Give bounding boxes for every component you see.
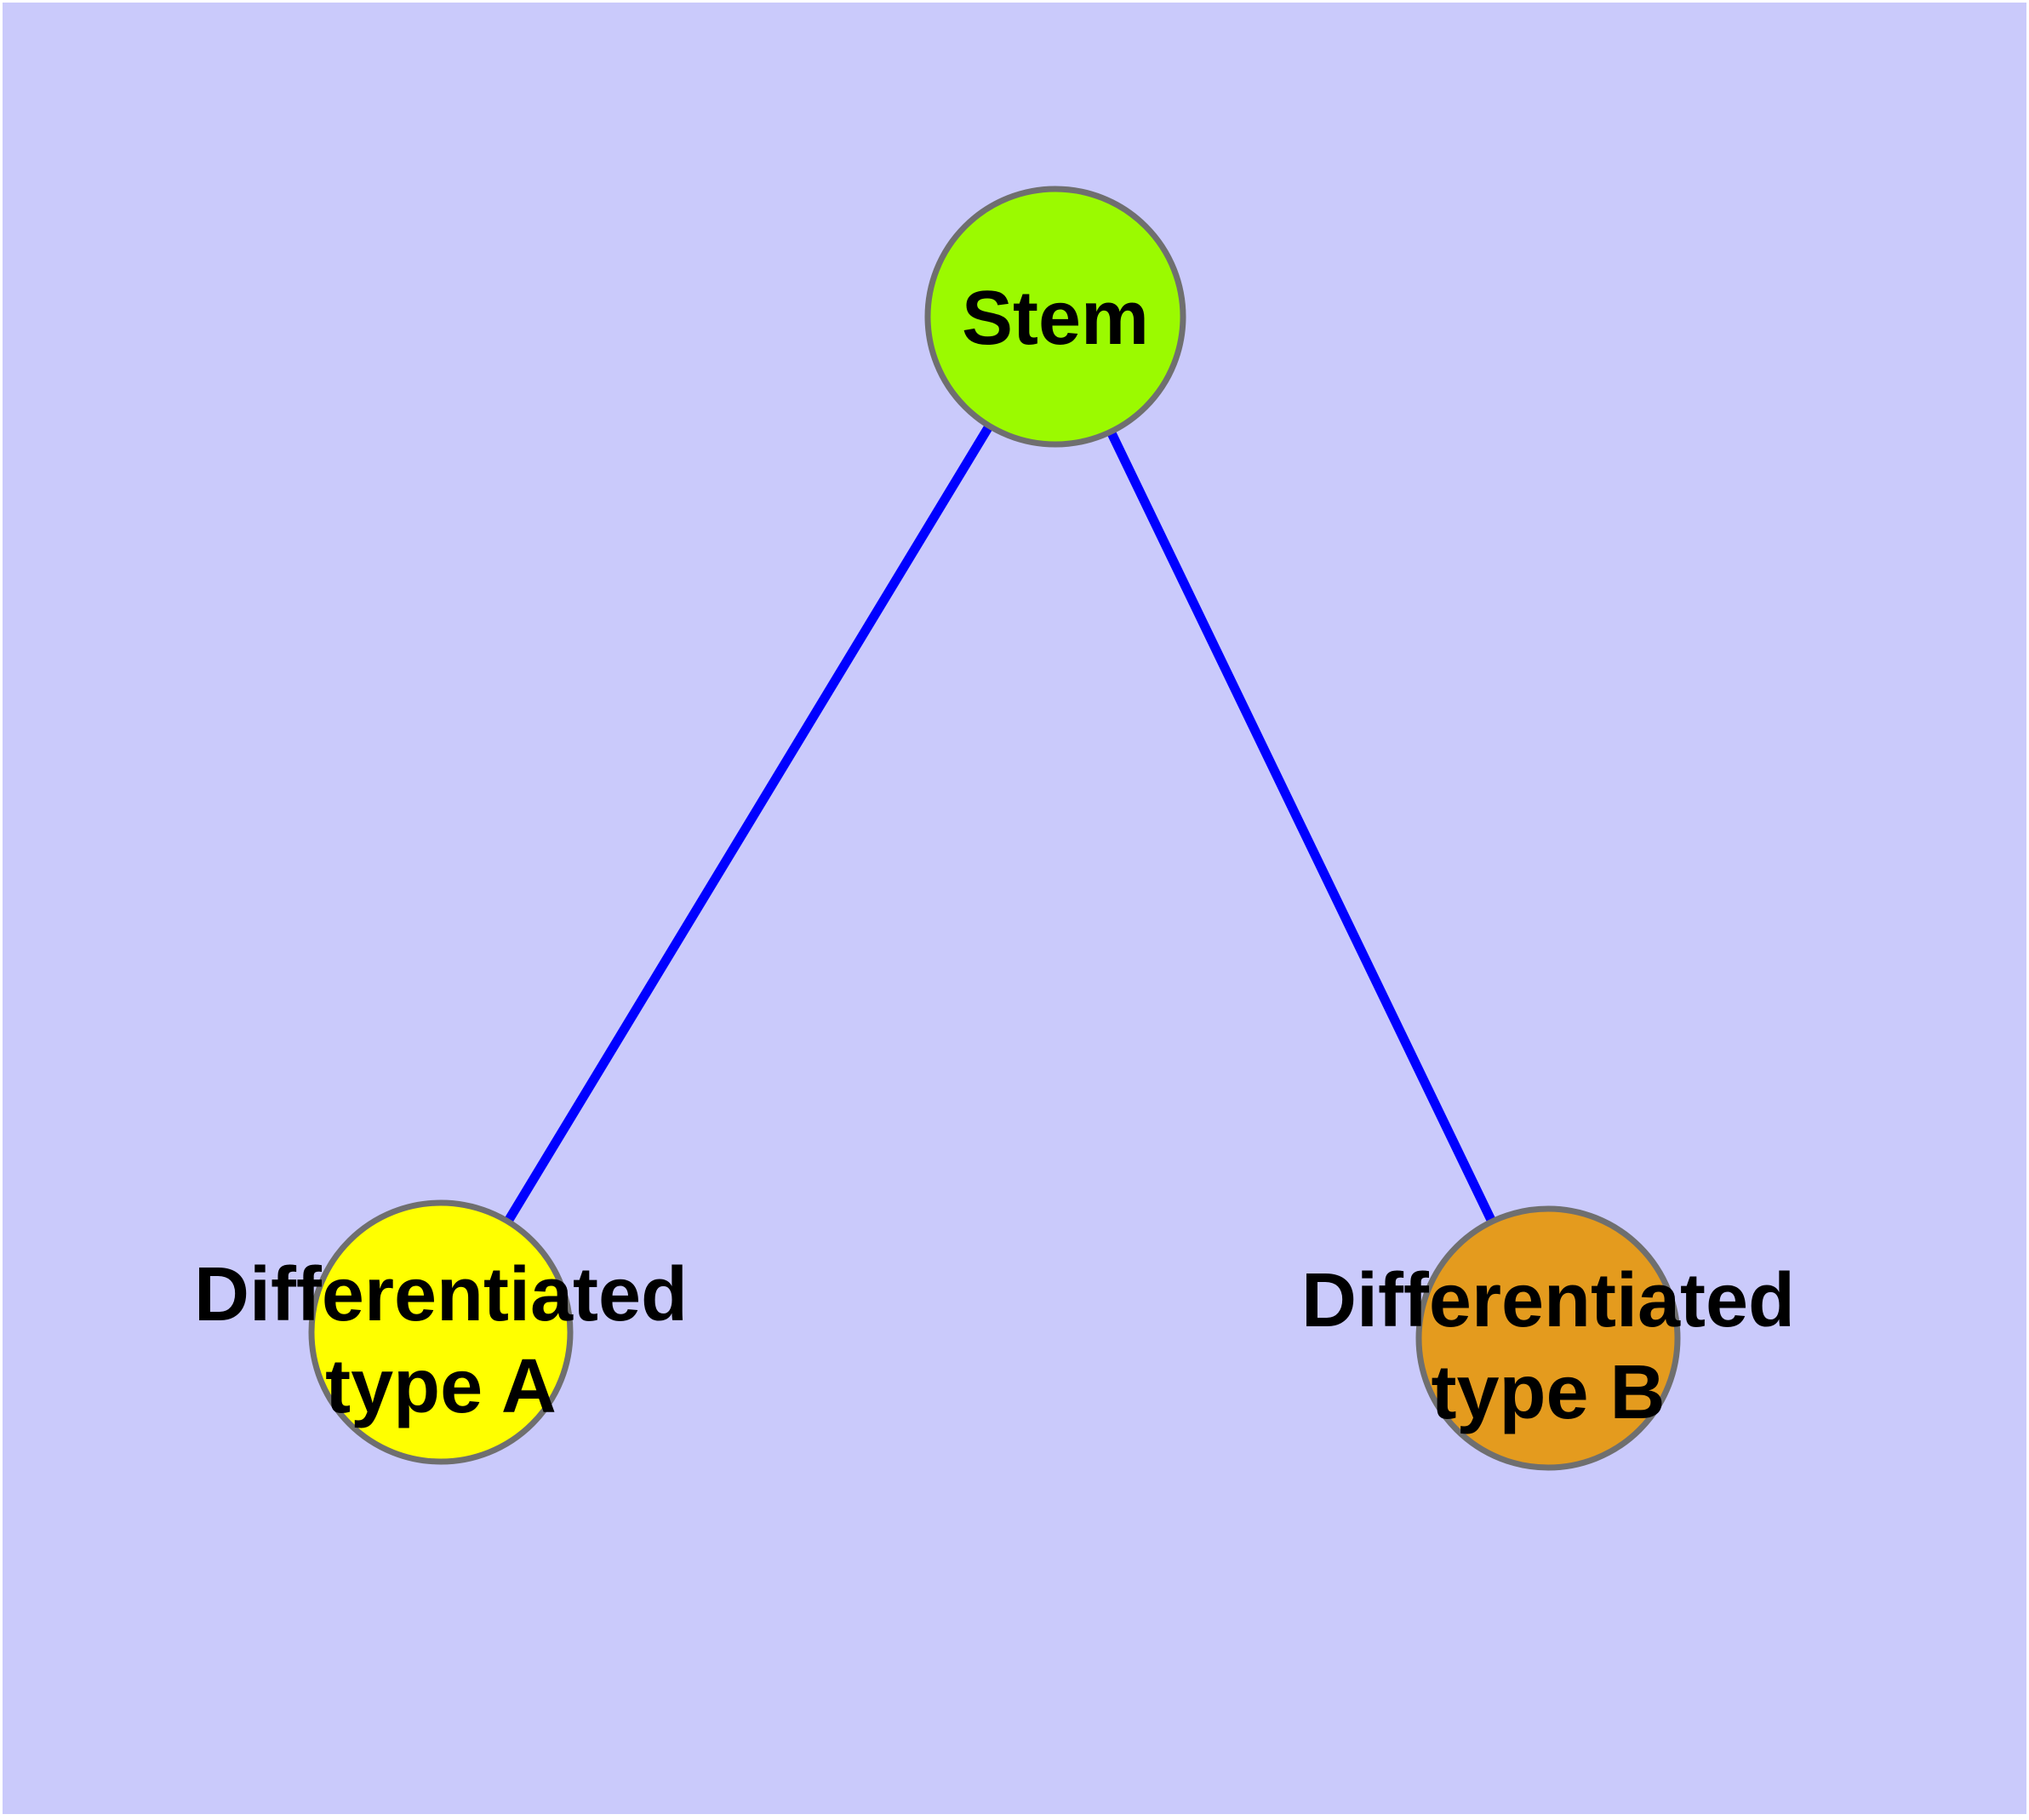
node-differentiated-type-a-label-line1: Differentiated: [194, 1252, 688, 1337]
node-differentiated-type-b-label-line2: type B: [1431, 1350, 1665, 1435]
node-differentiated-type-a: [308, 1199, 574, 1465]
node-differentiated-type-b-label-line1: Differentiated: [1301, 1258, 1795, 1343]
node-stem: [924, 186, 1186, 448]
node-stem-label: Stem: [962, 276, 1149, 361]
edge-stem-to-differentiated-type-b: [1051, 314, 1552, 1341]
node-differentiated-type-b: [1415, 1205, 1681, 1471]
edge-stem-to-differentiated-type-a: [437, 314, 1060, 1335]
node-differentiated-type-a-label-line2: type A: [325, 1344, 557, 1429]
